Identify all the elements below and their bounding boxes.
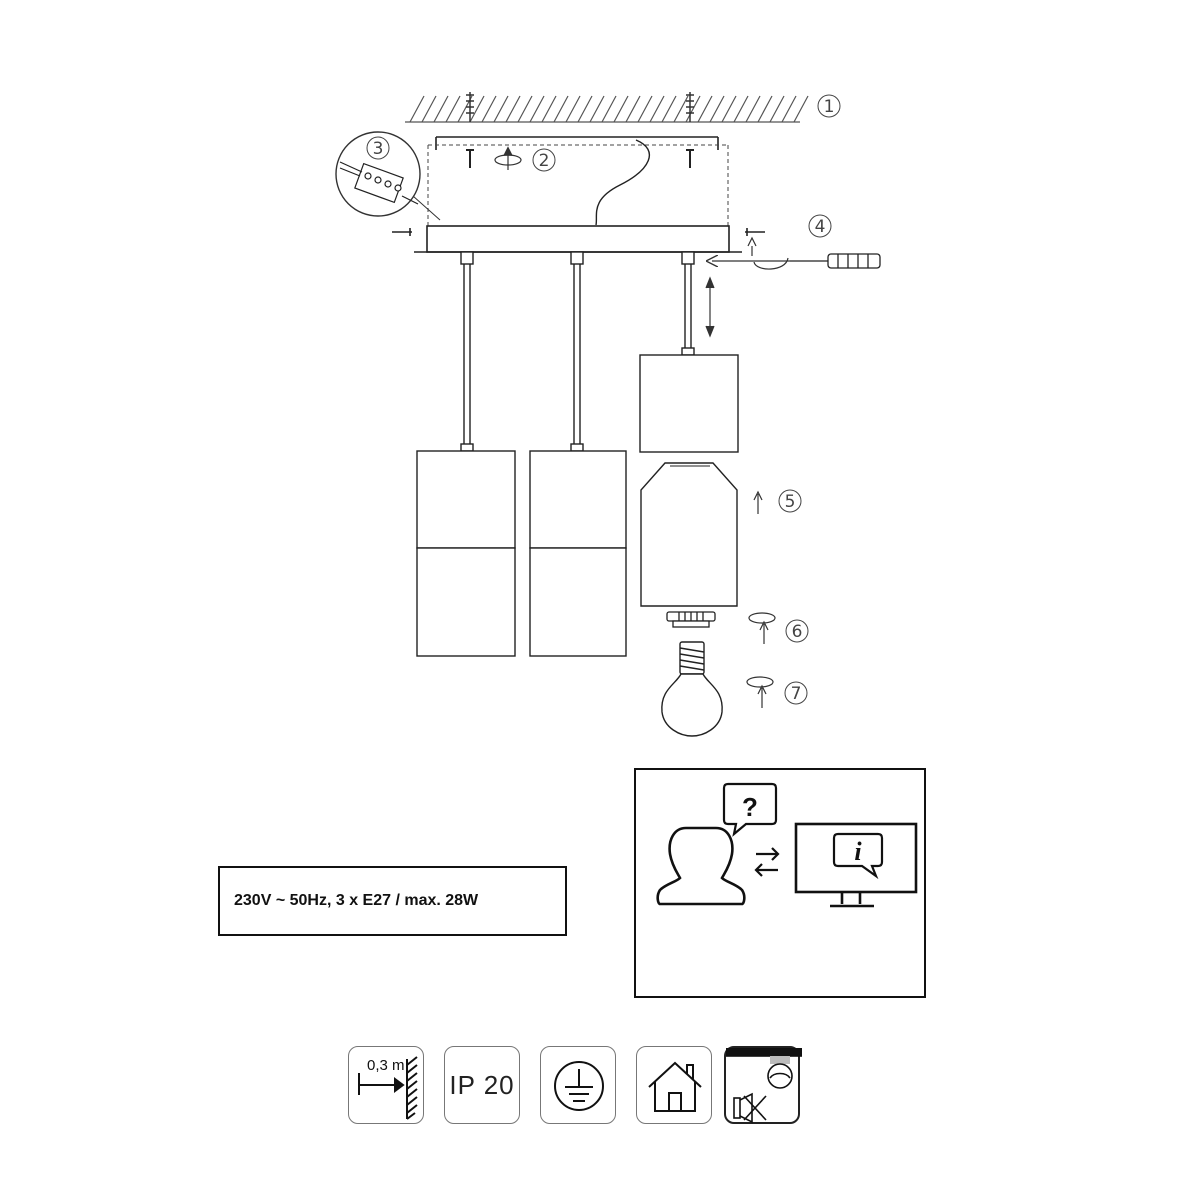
step-7-circle [784, 681, 808, 705]
ceiling [405, 95, 809, 123]
step-5-label: 5 [785, 492, 796, 512]
terminal-block-detail [335, 131, 441, 221]
electrical-spec-text: 230V ~ 50Hz, 3 x E27 / max. 28W [234, 892, 479, 909]
step-7-label: 7 [791, 684, 802, 704]
pendant-shade-3-bottom [640, 462, 738, 607]
step-4-circle [808, 214, 832, 238]
ceiling-hatch-line [745, 95, 761, 123]
ceiling-hatch-line [637, 95, 653, 123]
ceiling-hatch-line [505, 95, 521, 123]
customer-support-panel: ? i [634, 768, 926, 998]
mounting-bracket [435, 136, 719, 150]
height-adjust-arrow [705, 276, 715, 338]
no-bulb-included-icon [724, 1046, 802, 1124]
step-3-label: 3 [373, 139, 384, 159]
ip-rating-icon: IP 20 [444, 1046, 520, 1124]
exchange-arrows-icon [754, 847, 780, 877]
ceiling-hatch-line [769, 95, 785, 123]
step-3-circle [366, 136, 390, 160]
ceiling-hatch-line [733, 95, 749, 123]
ceiling-hatch-line [541, 95, 557, 123]
ceiling-hatch-line [793, 95, 809, 123]
ceiling-hatch-line [601, 95, 617, 123]
assembly-diagram: 2 3 1 4 [335, 92, 881, 737]
ceiling-hatch-line [625, 95, 641, 123]
screws [466, 149, 694, 168]
ceiling-hatch-line [685, 95, 701, 123]
ceiling-hatch-line [421, 95, 437, 123]
step-6-circle [785, 619, 809, 643]
ceiling-hatch-line [565, 95, 581, 123]
tighten-arrow [712, 236, 790, 270]
screw-in-icon [746, 676, 774, 708]
step-1-label: 1 [824, 97, 835, 117]
canopy [427, 144, 729, 226]
canopy-plate [426, 225, 730, 253]
distance-label: 0,3 m [367, 1057, 405, 1074]
ceiling-hatch-line [661, 95, 677, 123]
pendant-shade-2 [529, 443, 627, 657]
question-glyph: ? [742, 792, 758, 822]
ceiling-hatch-line [649, 95, 665, 123]
distance-to-wall-icon: 0,3 m [348, 1046, 424, 1124]
screwdriver-icon [790, 253, 881, 269]
question-bubble-icon [722, 782, 778, 837]
safety-badges: 0,3 m IP 20 [348, 1046, 802, 1126]
ceiling-hatch-line [481, 95, 497, 123]
info-bubble-icon [832, 832, 884, 880]
step-1-circle [817, 94, 841, 118]
ceiling-hatch-line [697, 95, 713, 123]
ceiling-hatch-line [469, 95, 485, 123]
ceiling-hatch-line [709, 95, 725, 123]
ceiling-hatch-line [493, 95, 509, 123]
ceiling-hatch-line [757, 95, 773, 123]
push-up-arrow [753, 490, 763, 514]
twist-on-icon [748, 612, 776, 644]
ceiling-anchors [466, 92, 694, 122]
side-screws [392, 228, 765, 236]
ceiling-hatch-line [613, 95, 629, 123]
ceiling-hatch-line [517, 95, 533, 123]
step-2-label: 2 [539, 151, 550, 171]
ceiling-hatch-line [553, 95, 569, 123]
ceiling-hatch-line [409, 95, 425, 123]
step-2-circle [532, 148, 556, 172]
retaining-ring [666, 611, 716, 628]
person-icon [656, 826, 746, 906]
ip-rating-label: IP 20 [449, 1069, 515, 1100]
ceiling-hatch-line [529, 95, 545, 123]
ceiling-hatch-line [721, 95, 737, 123]
pendant-cords [460, 251, 695, 448]
ceiling-hatch-line [781, 95, 797, 123]
ceiling-hatch-line [445, 95, 461, 123]
ceiling-hatch-line [577, 95, 593, 123]
step-5-circle [778, 489, 802, 513]
pendant-shade-1 [416, 443, 516, 657]
ceiling-hatch-line [589, 95, 605, 123]
ceiling-hatch-line [673, 95, 689, 123]
step-6-label: 6 [792, 622, 803, 642]
ceiling-hatch-line [433, 95, 449, 123]
info-glyph: i [854, 837, 862, 866]
protective-earth-icon [540, 1046, 616, 1124]
electrical-spec-box: 230V ~ 50Hz, 3 x E27 / max. 28W [218, 866, 567, 936]
light-bulb-icon [661, 641, 723, 737]
supply-cable [595, 139, 651, 226]
pendant-shade-3-top [639, 347, 739, 453]
step-4-label: 4 [815, 217, 826, 237]
indoor-use-icon [636, 1046, 712, 1124]
rotate-icon [494, 146, 522, 170]
